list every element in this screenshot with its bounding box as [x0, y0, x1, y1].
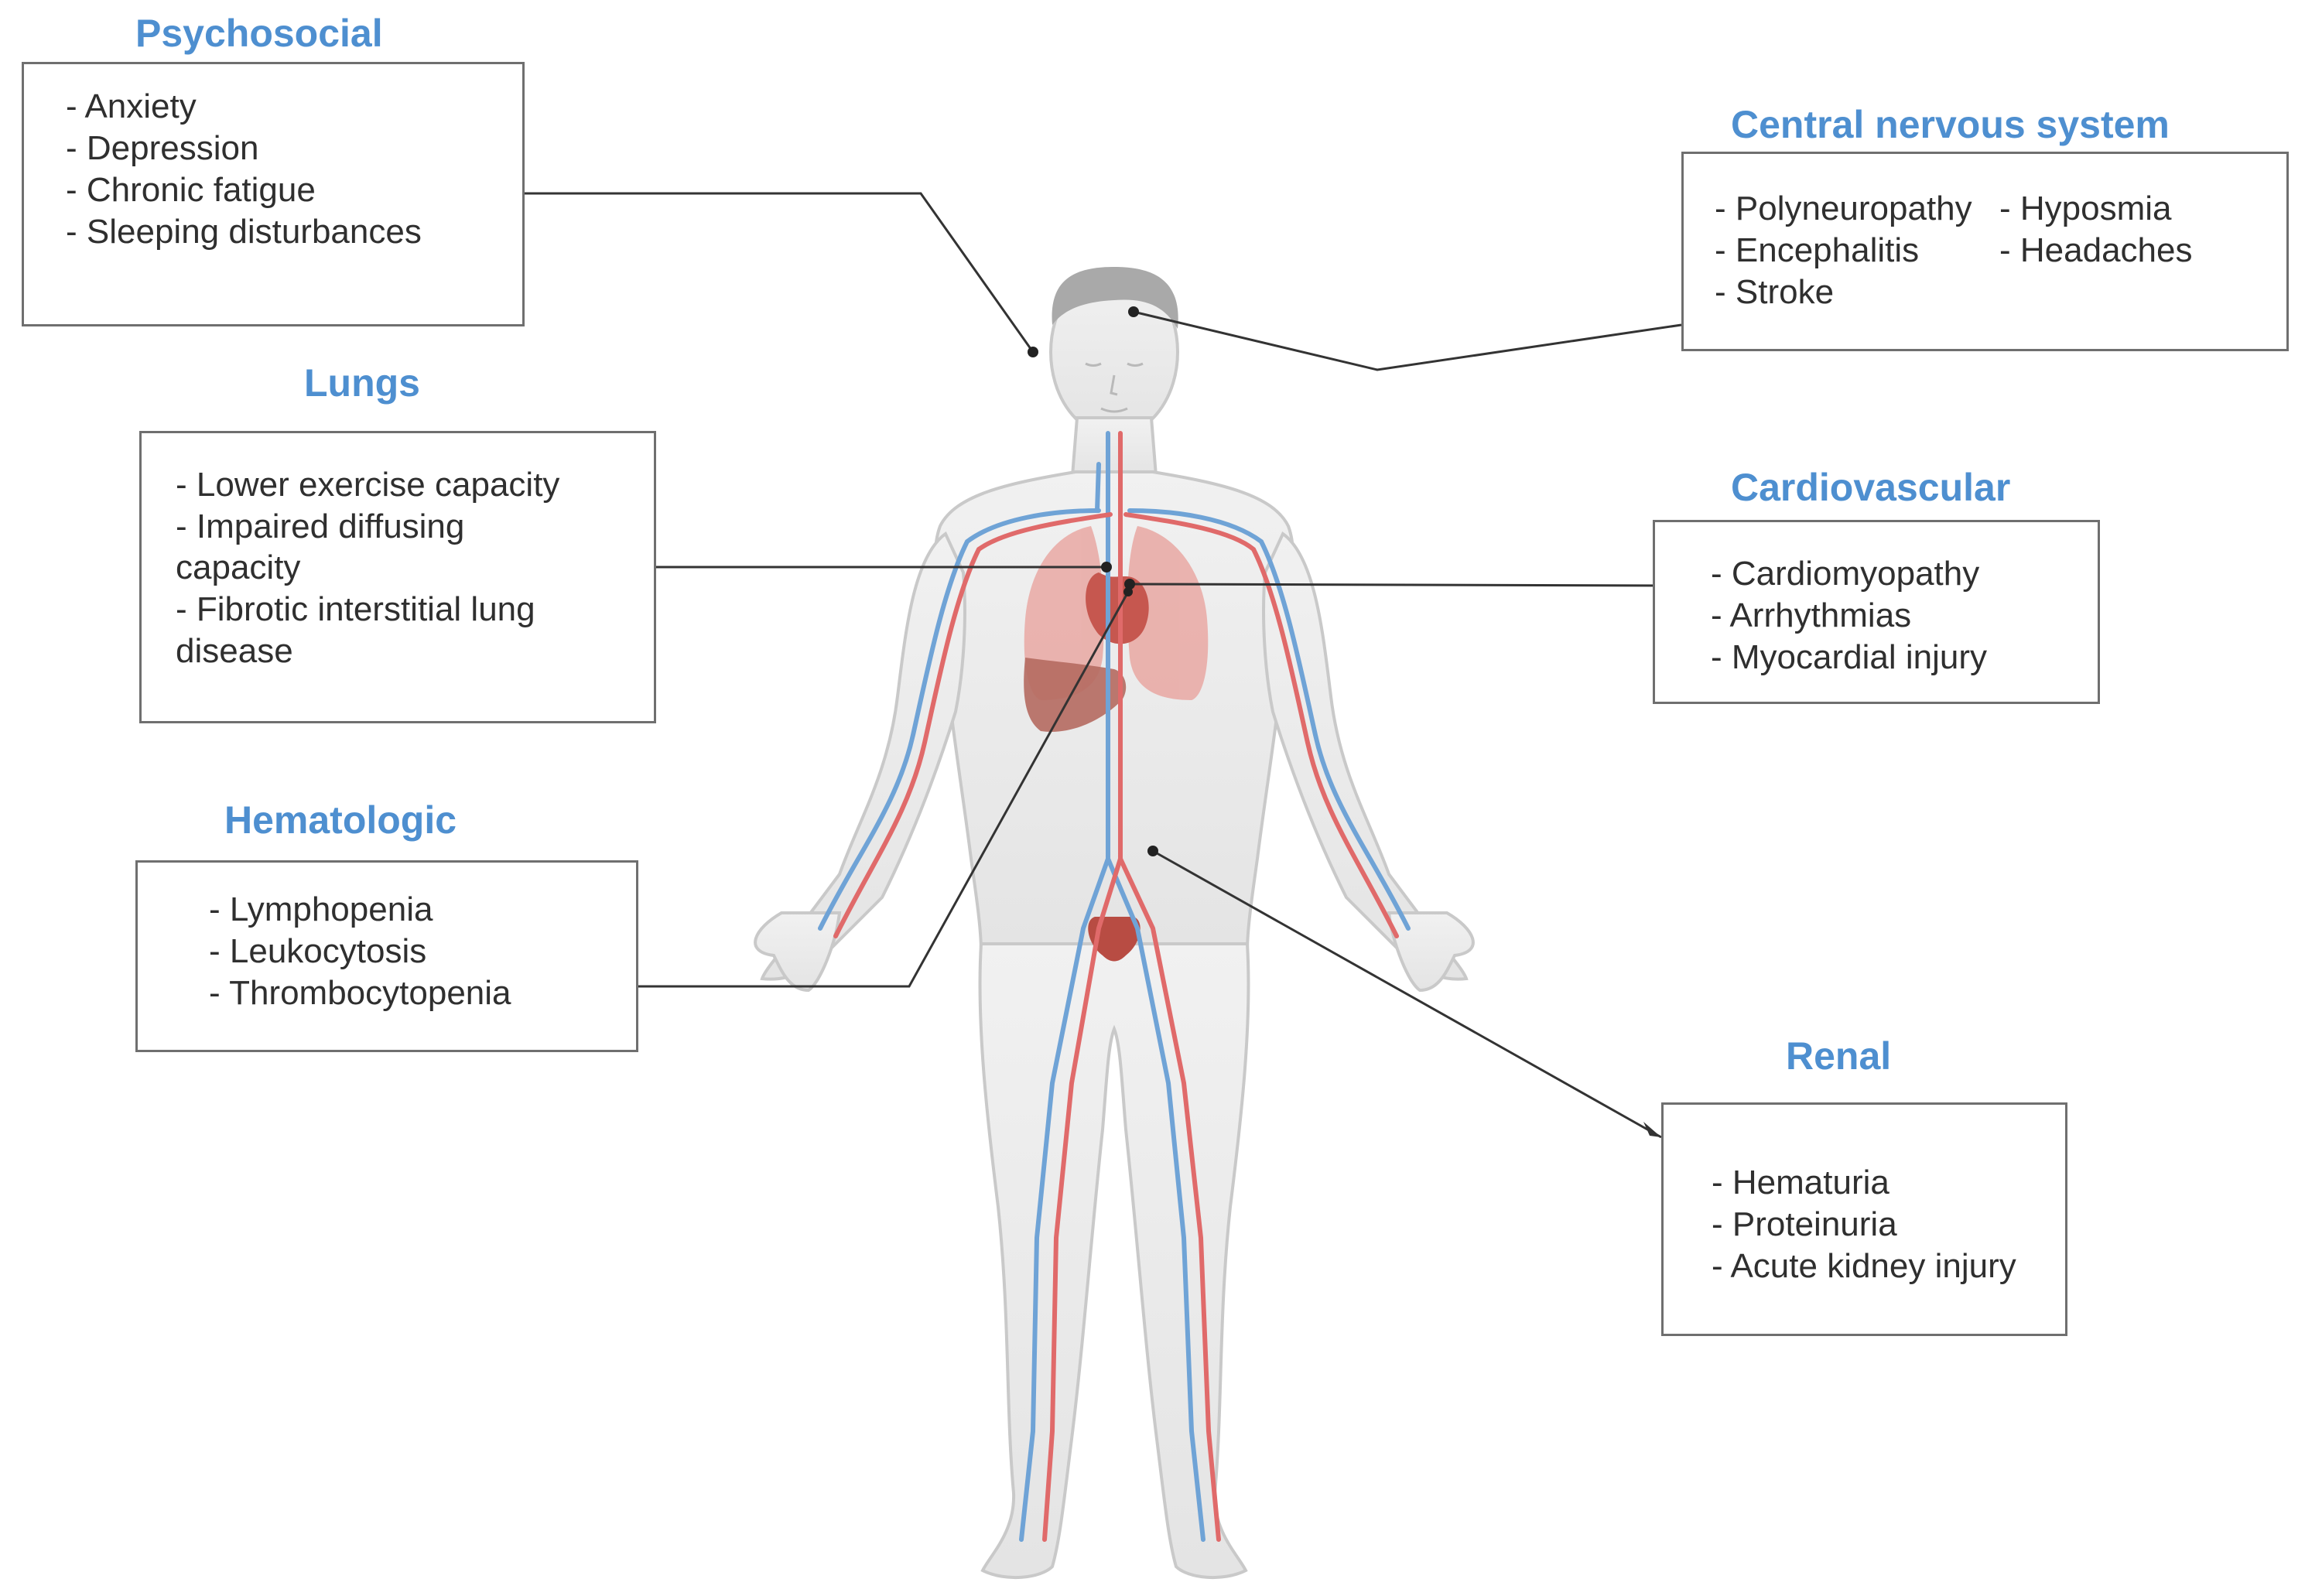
veins: [818, 431, 1411, 1542]
list-item: - Headaches: [1999, 231, 2193, 270]
lungs-list: - Lower exercise capacity - Impaired dif…: [176, 464, 631, 672]
list-item: - Acute kidney injury: [1712, 1247, 2016, 1286]
renal-heading: Renal: [1786, 1034, 1892, 1078]
cardiovascular-heading: Cardiovascular: [1731, 466, 2011, 509]
cardiovascular-box: - Cardiomyopathy - Arrhythmias - Myocard…: [1653, 520, 2100, 704]
cns-list-col2: - Hyposmia - Headaches: [1999, 188, 2192, 349]
list-item: - Chronic fatigue: [66, 171, 316, 210]
psychosocial-list: - Anxiety - Depression - Chronic fatigue…: [66, 86, 522, 253]
list-item: - Stroke: [1715, 273, 1835, 312]
psychosocial-heading: Psychosocial: [135, 12, 383, 55]
list-item: - Cardiomyopathy: [1711, 555, 1980, 593]
list-item: - Leukocytosis: [209, 932, 427, 971]
connector-cardiovascular: [1129, 583, 1671, 587]
lungs-organ: [1024, 526, 1209, 700]
hematologic-box: - Lymphopenia - Leukocytosis - Thrombocy…: [135, 860, 638, 1052]
arteries: [833, 431, 1399, 1542]
hematologic-list: - Lymphopenia - Leukocytosis - Thrombocy…: [209, 889, 636, 1014]
connector-lines: [525, 192, 1682, 1139]
list-item: - Hyposmia: [1999, 190, 2172, 227]
renal-list: - Hematuria - Proteinuria - Acute kidney…: [1712, 1162, 2065, 1287]
cns-list-col1: - Polyneuropathy - Encephalitis - Stroke: [1715, 188, 1999, 349]
cns-heading: Central nervous system: [1731, 103, 2170, 146]
list-item: - Anxiety: [66, 87, 197, 125]
face: [1085, 362, 1144, 413]
cns-box: - Polyneuropathy - Encephalitis - Stroke…: [1681, 152, 2289, 351]
heart-organ: [1086, 572, 1149, 644]
lungs-box: - Lower exercise capacity - Impaired dif…: [139, 431, 656, 723]
list-item: - Hematuria: [1712, 1164, 1889, 1201]
psychosocial-box: - Anxiety - Depression - Chronic fatigue…: [22, 62, 525, 326]
hematologic-heading: Hematologic: [224, 798, 457, 842]
renal-box: - Hematuria - Proteinuria - Acute kidney…: [1661, 1102, 2067, 1336]
list-item: - Lower exercise capacity: [176, 466, 560, 504]
connector-dots: [1028, 306, 1158, 856]
list-item: - Myocardial injury: [1711, 638, 1987, 677]
list-item: - Impaired diffusing capacity: [176, 507, 465, 587]
list-item: - Depression: [66, 129, 259, 168]
list-item: - Fibrotic interstitial lung disease: [176, 590, 535, 670]
liver-organ: [1024, 658, 1127, 732]
lungs-heading: Lungs: [304, 361, 420, 405]
renal-arrowhead: [1643, 1122, 1661, 1137]
list-item: - Proteinuria: [1712, 1205, 1897, 1244]
list-item: - Polyneuropathy: [1715, 190, 1972, 227]
cardiovascular-list: - Cardiomyopathy - Arrhythmias - Myocard…: [1711, 553, 2098, 678]
list-item: - Thrombocytopenia: [209, 974, 511, 1013]
connector-cns: [1133, 310, 1682, 371]
hair: [1052, 267, 1178, 329]
connector-psychosocial: [525, 192, 1035, 353]
list-item: - Lymphopenia: [209, 890, 433, 928]
body-silhouette: [754, 267, 1475, 1579]
connector-hematologic: [638, 591, 1130, 988]
connector-renal: [1152, 849, 1662, 1139]
list-item: - Sleeping disturbances: [66, 213, 422, 251]
list-item: - Arrhythmias: [1711, 596, 1912, 635]
list-item: - Encephalitis: [1715, 231, 1920, 270]
